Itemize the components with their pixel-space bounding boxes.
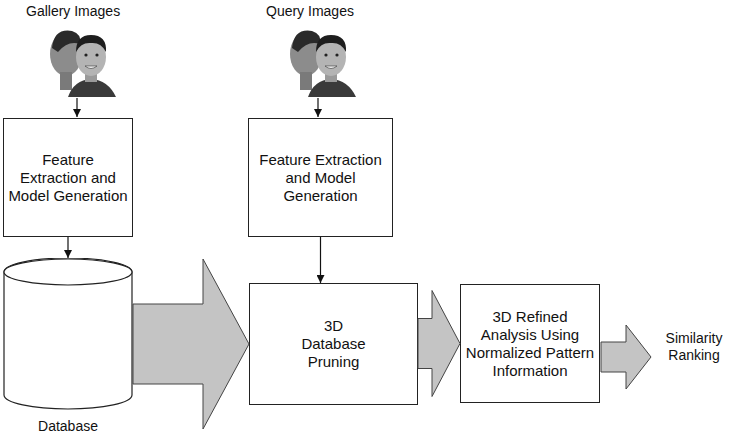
profile-neck — [300, 72, 312, 90]
profile-hair — [292, 31, 320, 52]
smile — [85, 66, 97, 69]
box-text: Feature Extraction and Model Generation — [257, 151, 385, 205]
output-block-arrow — [601, 325, 651, 389]
cylinder-body — [4, 258, 132, 409]
process-box: 3D Database Pruning — [249, 283, 418, 405]
block-arrow — [133, 259, 249, 429]
query-face-photos — [290, 31, 356, 97]
eye — [335, 53, 338, 56]
process-box: Feature Extraction and Model Generation — [3, 118, 133, 237]
process-box: Feature Extraction and Model Generation — [248, 118, 393, 237]
front-hair — [316, 35, 346, 52]
image-input-arrow — [317, 98, 318, 117]
database-cylinder: Database — [3, 258, 133, 434]
flow-arrow — [320, 237, 321, 283]
output-label: Similarity Ranking — [655, 330, 733, 364]
cylinder-top — [4, 259, 132, 285]
box-text: Feature Extraction and Model Generation — [8, 151, 128, 205]
image-set-label: Gallery Images — [26, 3, 146, 20]
block-arrow — [418, 291, 460, 397]
image-set-label: Query Images — [266, 3, 386, 20]
database-label: Database — [3, 418, 133, 434]
flow-arrow — [67, 237, 68, 258]
smile — [325, 66, 337, 69]
cylinder-outline — [3, 258, 133, 410]
front-hair — [76, 35, 106, 52]
box-text: 3D Refined Analysis Using Normalized Pat… — [465, 308, 595, 380]
image-input-arrow — [76, 98, 77, 117]
process-box: 3D Refined Analysis Using Normalized Pat… — [460, 284, 600, 403]
gallery-face-photos — [50, 31, 116, 97]
eye — [84, 53, 87, 56]
box-text: 3D Database Pruning — [294, 317, 374, 371]
profile-hair — [52, 31, 80, 52]
eye — [324, 53, 327, 56]
eye — [95, 53, 98, 56]
profile-neck — [60, 72, 72, 90]
